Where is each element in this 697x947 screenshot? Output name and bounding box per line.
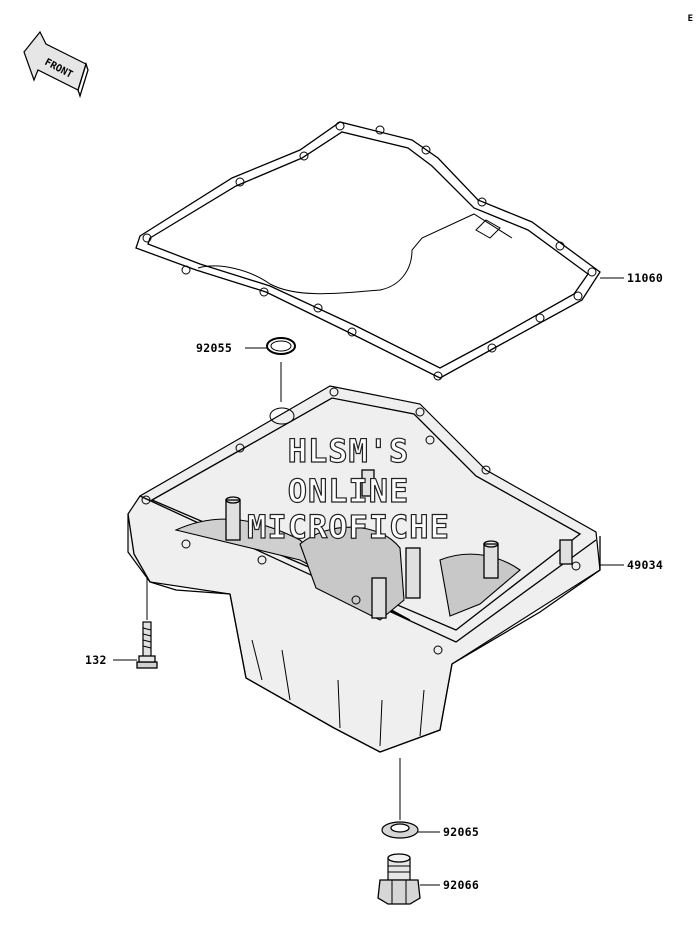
watermark-line-1: HLSM'S [287, 432, 410, 470]
watermark-line-2: ONLINE [287, 472, 410, 510]
callout-92066[interactable]: 92066 [443, 878, 480, 892]
washer-92065 [381, 758, 419, 839]
callout-92065[interactable]: 92065 [443, 825, 480, 839]
oil-pan [127, 385, 601, 753]
callout-92055[interactable]: 92055 [196, 341, 233, 355]
watermark-line-3: MICROFICHE [247, 508, 450, 546]
bolt-132 [136, 578, 158, 669]
drain-plug-92066 [377, 853, 421, 905]
front-arrow-icon: FRONT [23, 30, 89, 99]
oil-pan-gasket [135, 121, 601, 381]
callout-49034[interactable]: 49034 [627, 558, 664, 572]
o-ring-92055 [266, 337, 296, 355]
corner-mark: E [687, 14, 693, 24]
callout-11060[interactable]: 11060 [627, 271, 664, 285]
callout-132[interactable]: 132 [85, 653, 107, 667]
leader-lines [113, 277, 624, 886]
